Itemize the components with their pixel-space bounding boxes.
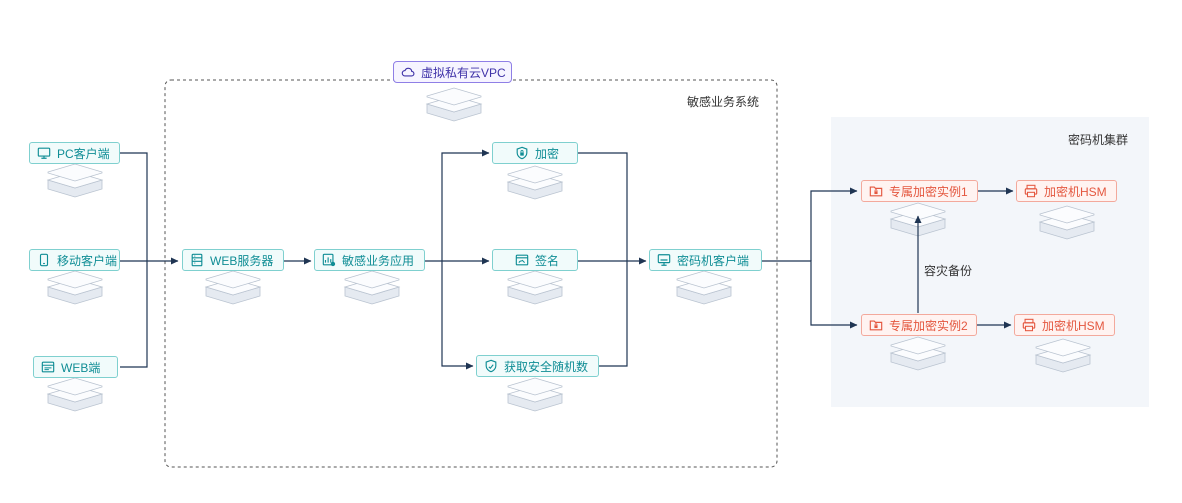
vpc-badge[interactable]: 虚拟私有云VPC <box>393 61 512 83</box>
instance2-node[interactable]: 专属加密实例2 <box>861 314 977 336</box>
instance1-label: 专属加密实例1 <box>889 184 968 199</box>
sign-node[interactable]: 签名 <box>492 249 578 271</box>
web-server-stack-icon <box>205 270 261 305</box>
sign-stack-icon <box>507 270 563 305</box>
edge-crypto-client-to-instance1 <box>810 187 858 261</box>
sensitive-app-stack-icon <box>344 270 400 305</box>
random-node[interactable]: 获取安全随机数 <box>476 355 599 377</box>
pc-client-label: PC客户端 <box>57 146 110 161</box>
edge-app-to-encrypt <box>441 149 490 261</box>
crypto-client-label: 密码机客户端 <box>677 253 750 268</box>
monitor-icon <box>37 146 51 160</box>
web-server-label: WEB服务器 <box>210 253 274 268</box>
browser-window-icon <box>41 360 55 374</box>
sign-label: 签名 <box>535 253 560 268</box>
signature-icon <box>515 253 529 267</box>
pc-client-node[interactable]: PC客户端 <box>29 142 120 164</box>
hsm2-node[interactable]: 加密机HSM <box>1014 314 1115 336</box>
sensitive-system-label: 敏感业务系统 <box>687 95 760 109</box>
edge-app-to-random <box>441 261 474 370</box>
web-client-label: WEB端 <box>61 360 101 375</box>
hsm-device-icon <box>1022 318 1036 332</box>
mobile-phone-icon <box>37 253 51 267</box>
sensitive-app-node[interactable]: 敏感业务应用 <box>314 249 425 271</box>
edge-crypto-client-to-instances <box>762 260 858 329</box>
web-client-node[interactable]: WEB端 <box>33 356 118 378</box>
web-server-node[interactable]: WEB服务器 <box>182 249 284 271</box>
hsm1-node[interactable]: 加密机HSM <box>1016 180 1117 202</box>
encrypt-label: 加密 <box>535 146 560 161</box>
mobile-client-stack-icon <box>47 270 103 305</box>
web-client-stack-icon <box>47 377 103 412</box>
crypto-client-stack-icon <box>676 270 732 305</box>
hsm-cluster-region <box>831 117 1149 407</box>
shield-lock-icon <box>515 146 529 160</box>
server-icon <box>190 253 204 267</box>
instance2-label: 专属加密实例2 <box>889 318 968 333</box>
instance1-node[interactable]: 专属加密实例1 <box>861 180 978 202</box>
random-stack-icon <box>507 377 563 412</box>
hsm-cluster-label: 密码机集群 <box>1068 133 1129 147</box>
hsm2-label: 加密机HSM <box>1042 318 1105 333</box>
mobile-client-node[interactable]: 移动客户端 <box>29 249 120 271</box>
edge-encrypt-to-crypto-client <box>578 152 646 367</box>
sensitive-system-boundary <box>164 79 778 468</box>
computer-icon <box>657 253 671 267</box>
hsm-device-icon <box>1024 184 1038 198</box>
encrypt-stack-icon <box>507 165 563 200</box>
vpc-stack-icon <box>426 87 482 122</box>
mobile-client-label: 移动客户端 <box>57 253 118 268</box>
crypto-client-node[interactable]: 密码机客户端 <box>649 249 762 271</box>
random-label: 获取安全随机数 <box>504 359 589 374</box>
edge-clients-to-webserver <box>112 152 178 368</box>
folder-lock-icon <box>869 184 883 198</box>
dr-backup-label: 容灾备份 <box>924 264 973 278</box>
vpc-label: 虚拟私有云VPC <box>421 65 506 80</box>
sensitive-app-label: 敏感业务应用 <box>342 253 415 268</box>
hsm1-label: 加密机HSM <box>1044 184 1107 199</box>
shield-random-icon <box>484 359 498 373</box>
folder-lock-icon <box>869 318 883 332</box>
encrypt-node[interactable]: 加密 <box>492 142 578 164</box>
pc-client-stack-icon <box>47 163 103 198</box>
cloud-icon <box>401 65 415 79</box>
app-chart-icon <box>322 253 336 267</box>
